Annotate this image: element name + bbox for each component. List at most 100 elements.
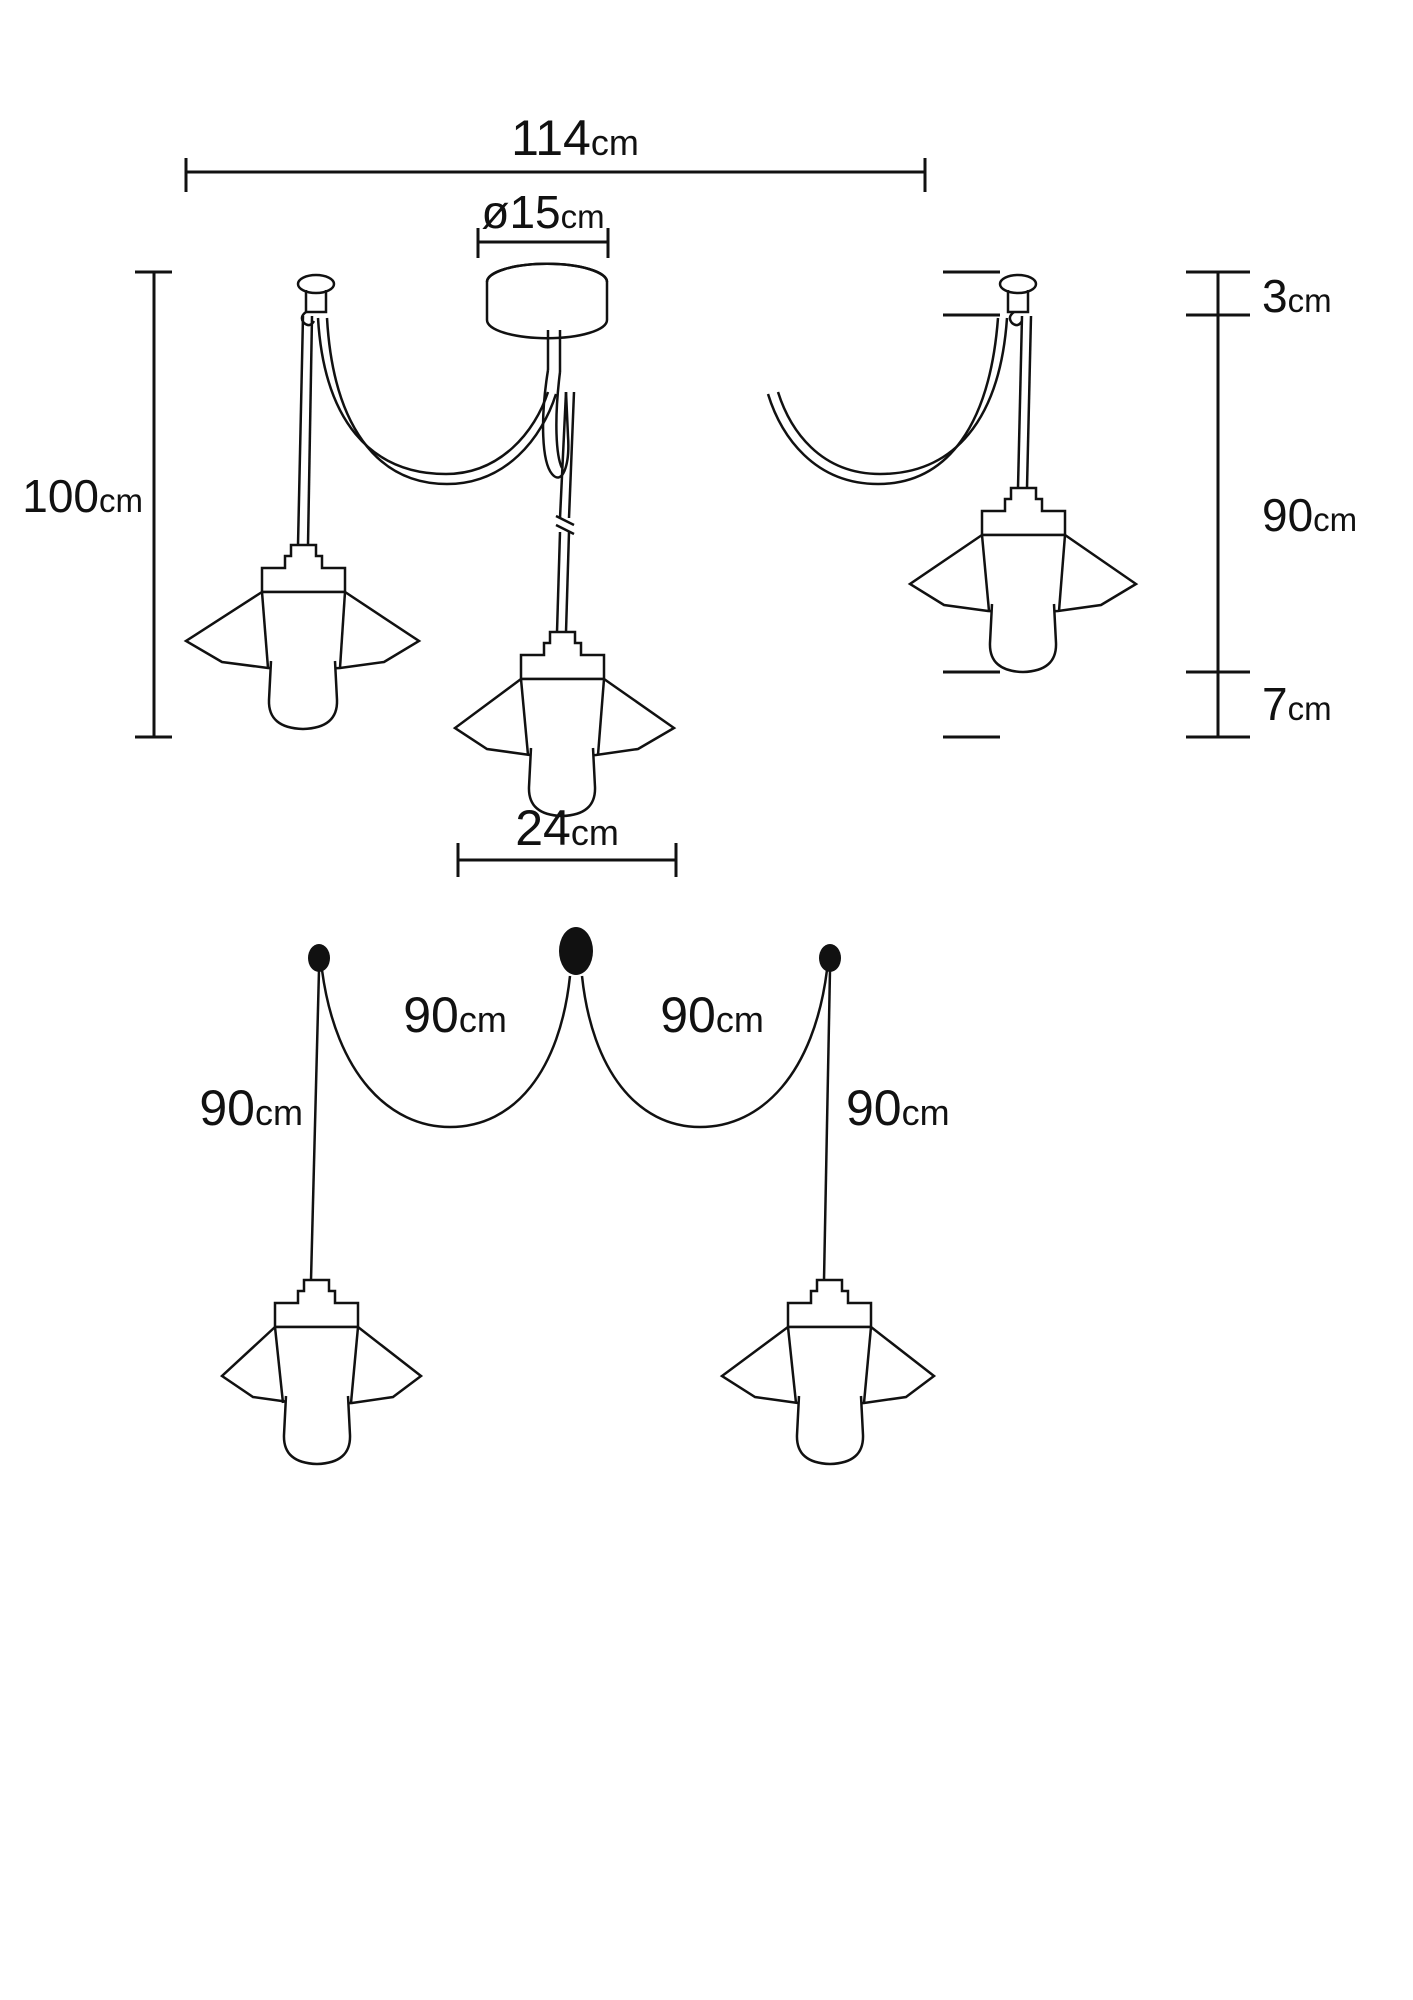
overall-width-number: 114 xyxy=(511,110,591,166)
center-suspension-node xyxy=(559,927,593,975)
right-drop-cable-b xyxy=(1025,315,1033,489)
left-cable-outer xyxy=(316,317,550,476)
center-shade-edge-right xyxy=(596,678,606,756)
left-span-unit: cm xyxy=(459,999,507,1040)
canopy-diameter-number: ø15 xyxy=(481,186,560,238)
layout-left-shade-edge-left xyxy=(273,1326,285,1404)
shade-height-label-group: 7cm xyxy=(1262,678,1332,730)
overall-height-unit: cm xyxy=(99,482,143,519)
right-dimension-chain-group xyxy=(943,270,1250,739)
ceiling-canopy xyxy=(485,262,609,340)
right-hook-stem xyxy=(1006,290,1030,314)
center-pendant xyxy=(452,330,677,818)
layout-left-shade-edge-right xyxy=(349,1326,360,1404)
center-cable-loop-inner xyxy=(555,371,564,469)
canopy-height-unit: cm xyxy=(1288,282,1332,319)
left-span-label-group: 90cm xyxy=(403,987,507,1043)
right-lamp-holder xyxy=(980,486,1067,537)
cable-drop-unit: cm xyxy=(1313,501,1357,538)
layout-right-bulb xyxy=(795,1395,865,1466)
overall-width-unit: cm xyxy=(591,122,639,163)
right-cable-outer xyxy=(776,317,1009,476)
right-pendant xyxy=(766,273,1139,674)
canopy-height-label-group: 3cm xyxy=(1262,270,1332,322)
center-bulb xyxy=(527,747,597,818)
left-cable-inner xyxy=(325,317,558,486)
cable-break-mark-lower xyxy=(555,523,575,536)
canopy-body xyxy=(485,262,609,340)
canopy-diameter-dimension-group xyxy=(476,228,610,258)
center-lamp-holder xyxy=(519,630,606,681)
right-hook-cap xyxy=(998,273,1038,295)
layout-right-holder xyxy=(786,1278,873,1329)
left-suspension-node xyxy=(308,944,330,972)
right-drop-label-group: 90cm xyxy=(846,1080,950,1136)
shade-diameter-number: 24 xyxy=(515,800,571,856)
right-span-unit: cm xyxy=(716,999,764,1040)
center-drop-cable-c xyxy=(555,531,562,633)
overall-width-dimension-group xyxy=(184,158,927,192)
shade-diameter-unit: cm xyxy=(571,812,619,853)
left-drop-cable-a xyxy=(296,315,305,546)
left-shade-edge-left xyxy=(260,591,270,669)
right-span-label-group: 90cm xyxy=(660,987,764,1043)
right-drop-unit: cm xyxy=(902,1092,950,1133)
cable-drop-label-group: 90cm xyxy=(1262,489,1357,541)
right-drop-number: 90 xyxy=(846,1080,902,1136)
overall-height-label-group: 100cm xyxy=(22,470,143,522)
right-suspension-node xyxy=(819,944,841,972)
center-cable-loop xyxy=(541,369,570,479)
left-hook-cap xyxy=(296,273,336,295)
right-drop-cable-a xyxy=(1016,315,1024,489)
left-bulb xyxy=(267,660,339,731)
cable-break-mark-upper xyxy=(555,514,575,527)
layout-right-shade-edge-left xyxy=(786,1326,798,1404)
center-drop-cable-b xyxy=(567,391,576,519)
right-bulb xyxy=(988,603,1058,674)
right-cable-inner xyxy=(766,317,1000,486)
left-span-cable xyxy=(320,969,572,1129)
overall-height-number: 100 xyxy=(22,470,99,522)
left-layout-drop-cable xyxy=(309,969,321,1281)
left-drop-number: 90 xyxy=(199,1080,255,1136)
left-drop-unit: cm xyxy=(255,1092,303,1133)
right-span-number: 90 xyxy=(660,987,716,1043)
layout-left-lamp xyxy=(219,1278,424,1466)
center-drop-cable-d xyxy=(564,531,571,633)
canopy-top-arc xyxy=(485,262,609,283)
left-pendant xyxy=(183,273,558,731)
layout-right-lamp xyxy=(719,1278,937,1466)
left-shade-edge-right xyxy=(338,591,347,669)
right-shade-edge-left xyxy=(980,534,991,612)
canopy-diameter-label-group: ø15cm xyxy=(481,186,604,238)
right-span-cable xyxy=(580,969,829,1129)
left-cone-shade xyxy=(183,590,422,672)
shade-diameter-label-group: 24cm xyxy=(515,800,619,856)
center-drop-cable-a xyxy=(558,391,568,519)
canopy-height-number: 3 xyxy=(1262,270,1288,322)
cable-drop-number: 90 xyxy=(1262,489,1313,541)
layout-right-shade-edge-right xyxy=(862,1326,873,1404)
left-drop-cable-b xyxy=(306,315,314,546)
right-shade-edge-right xyxy=(1057,534,1067,612)
layout-left-cone xyxy=(219,1325,424,1407)
shade-height-unit: cm xyxy=(1288,690,1332,727)
right-cone-shade xyxy=(907,533,1139,615)
left-lamp-holder xyxy=(260,543,347,594)
left-span-number: 90 xyxy=(403,987,459,1043)
right-layout-drop-cable xyxy=(822,969,832,1281)
overall-width-label-group: 114cm xyxy=(511,110,639,166)
layout-left-bulb xyxy=(282,1395,352,1466)
shade-height-number: 7 xyxy=(1262,678,1288,730)
left-hook-stem xyxy=(304,290,328,314)
layout-left-holder xyxy=(273,1278,360,1329)
shade-diameter-dimension-group xyxy=(456,843,678,877)
center-cone-shade xyxy=(452,677,677,759)
overall-height-dimension-group xyxy=(135,270,172,739)
right-hook-loop xyxy=(1008,310,1024,327)
layout-right-cone xyxy=(719,1325,937,1407)
canopy-diameter-unit: cm xyxy=(561,198,605,235)
left-drop-label-group: 90cm xyxy=(199,1080,303,1136)
